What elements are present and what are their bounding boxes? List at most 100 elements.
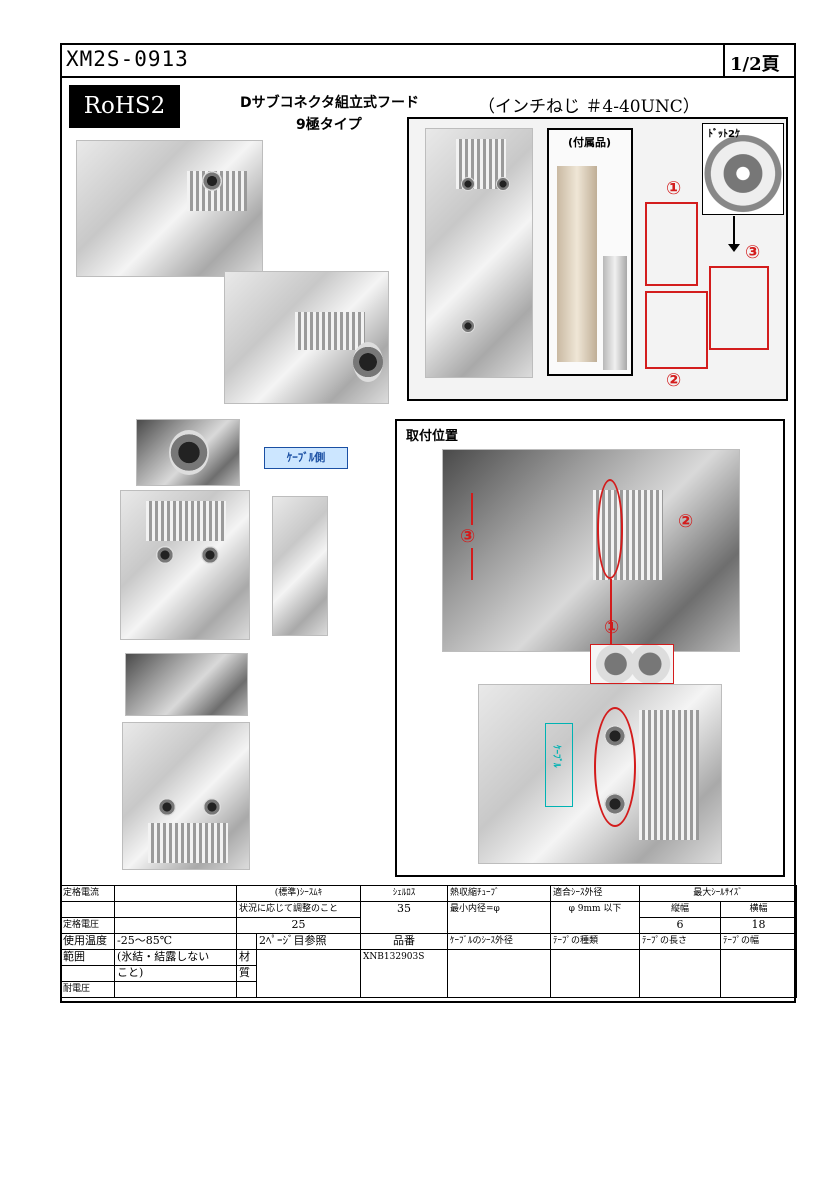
tape-length-header: ﾃｰﾌﾟの長さ (639, 933, 721, 950)
parts-set-3 (709, 266, 769, 350)
photo-ridges (295, 312, 365, 350)
withstand-voltage-value (114, 981, 237, 998)
part-no-value: XNB132903S (360, 949, 448, 998)
sheath-strip-header: (標準)ｼｰｽﾑｷ (236, 885, 361, 902)
material-label-spacer (236, 933, 257, 950)
mount-callout-2: ② (678, 511, 694, 532)
part-no-header: 品番 (360, 933, 448, 950)
side-view (272, 496, 328, 636)
mount-callout-3: ③ (460, 526, 476, 547)
sheath-od-header: 適合ｼｰｽ外径 (550, 885, 640, 902)
spec-table: 定格電流 (標準)ｼｰｽﾑｷ ｼｪﾙﾛｽ 熱収縮ﾁｭｰﾌﾞ 適合ｼｰｽ外径 最大… (60, 885, 798, 998)
shell-loss-header: ｼｪﾙﾛｽ (360, 885, 448, 902)
photo-screw (203, 798, 221, 816)
document-frame (60, 43, 796, 1003)
bottom-view (122, 722, 250, 870)
mount-callout-1: ① (604, 617, 620, 638)
mounting-position-title: 取付位置 (406, 429, 459, 444)
heat-tube-value: 最小内径=φ (447, 901, 551, 934)
arrow-line-3b (471, 548, 473, 580)
seal-vertical-value: 6 (639, 917, 721, 934)
tape-length-value (639, 949, 721, 998)
front-view (125, 653, 248, 716)
rated-voltage-value (114, 917, 237, 934)
sheath-od-value: φ 9mm 以下 (550, 901, 640, 934)
photo-screw (202, 171, 222, 191)
arrow-down (733, 216, 735, 246)
tape-type-header: ﾃｰﾌﾟの種類 (550, 933, 640, 950)
material-label-3 (236, 981, 257, 998)
material-cell (256, 949, 361, 998)
photo-screw (461, 319, 475, 333)
max-seal-header: 最大ｼｰﾙｻｲｽﾞ (638, 885, 798, 902)
page-number: 1/2頁 (730, 54, 780, 75)
top-view (120, 490, 250, 640)
accessories-title: (付属品) (568, 136, 612, 149)
cable-side-view (136, 419, 240, 486)
dot-detail-inset (702, 123, 784, 215)
photo-ridges (148, 823, 228, 863)
temp-value: -25～85℃ (114, 933, 237, 950)
photo-screw (201, 546, 219, 564)
parts-photo-hood-halves (425, 128, 533, 378)
tape-width-value (719, 949, 798, 998)
temp-label-2: 範囲 (60, 949, 115, 966)
photo-screw (158, 798, 176, 816)
highlight-oval-2 (594, 707, 636, 827)
photo-cable-opening (353, 342, 383, 382)
rated-current-label: 定格電流 (60, 885, 115, 902)
photo-screw (156, 546, 174, 564)
rated-voltage-label: 定格電圧 (60, 917, 115, 934)
temp-label-3 (60, 965, 115, 982)
photo-ridges (146, 501, 226, 541)
arrow-line-3a (471, 493, 473, 525)
rated-current-value (114, 885, 237, 902)
sheath-strip-note: 状況に応じて調整のこと (236, 901, 361, 918)
sheath-strip-value: 25 (236, 917, 361, 934)
rohs-badge: RoHS2 (69, 85, 180, 128)
material-label-2: 質 (236, 965, 257, 982)
product-photo-rear (224, 271, 389, 404)
mounting-photo-open (442, 449, 740, 652)
parts-set-1 (645, 202, 698, 286)
cable-marker (545, 723, 573, 807)
temp-note: (氷結・結露しない (114, 949, 237, 966)
tape-type-value (550, 949, 640, 998)
photo-cable-opening (169, 430, 209, 475)
photo-ridges (639, 710, 699, 840)
material-label-1: 材 (236, 949, 257, 966)
dot-label: ﾄﾞｯﾄ2ｹ (708, 129, 740, 140)
heat-shrink-tube (603, 256, 627, 370)
part-number-title: XM2S-0913 (66, 47, 189, 71)
shell-loss-value: 35 (360, 901, 448, 934)
temp-label: 使用温度 (60, 933, 115, 950)
product-heading: Dサブコネクタ組立式フード (240, 95, 420, 111)
heat-tube-header: 熱収縮ﾁｭｰﾌﾞ (447, 885, 551, 902)
header-divider (60, 76, 796, 78)
parts-set-2 (645, 291, 708, 369)
photo-screw (496, 177, 510, 191)
seal-horizontal-header: 横幅 (719, 901, 798, 918)
highlight-oval-1 (597, 479, 623, 579)
nuts-inset (590, 644, 674, 684)
material-value: 2ﾍﾟｰｼﾞ目参照 (256, 933, 361, 950)
pin-type: 9極タイプ (296, 117, 362, 133)
callout-3: ③ (745, 242, 761, 263)
tape-width-header: ﾃｰﾌﾟの幅 (719, 933, 798, 950)
thread-spec: （インチねじ ＃4-40UNC） (478, 97, 700, 117)
withstand-voltage-label: 耐電圧 (60, 981, 115, 998)
rated-current-spacer (60, 901, 115, 918)
photo-screw (461, 177, 475, 191)
vertical-cable-label: ｹｰﾌﾞﾙ (551, 745, 561, 768)
header-vertical-divider (723, 43, 725, 77)
temp-note-2: こと) (114, 965, 237, 982)
callout-2: ② (666, 370, 682, 391)
rated-current-value-2 (114, 901, 237, 918)
cable-side-label: ｹｰﾌﾞﾙ側 (264, 447, 348, 469)
seal-vertical-header: 縦幅 (639, 901, 721, 918)
product-photo-assembled (76, 140, 263, 277)
callout-1: ① (666, 178, 682, 199)
seal-horizontal-value: 18 (719, 917, 798, 934)
arrow-down-head (728, 244, 740, 252)
shield-tape (557, 166, 597, 362)
